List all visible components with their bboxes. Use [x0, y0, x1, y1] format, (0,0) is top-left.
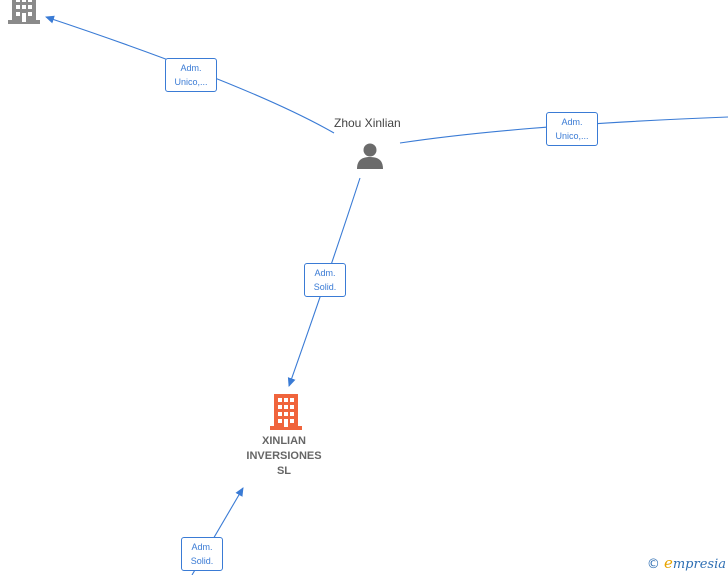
edge-person-to-right-company	[399, 116, 728, 144]
person-node[interactable]	[355, 141, 385, 171]
brand-initial: e	[663, 554, 673, 572]
company-name-line: SL	[276, 465, 292, 477]
copyright-symbol: ©	[646, 557, 660, 572]
edge-label-main[interactable]: Adm. Solid.	[304, 263, 346, 297]
edge-label-line: Unico,...	[555, 131, 589, 141]
edge-label-line: Adm.	[561, 117, 583, 127]
company-name-line: INVERSIONES	[246, 450, 322, 462]
edge-label-bottom[interactable]: Adm. Solid.	[181, 537, 223, 571]
edge-label-line: Unico,...	[174, 77, 208, 87]
edge-label-right[interactable]: Adm. Unico,...	[546, 112, 598, 146]
edge-label-line: Adm.	[314, 268, 336, 278]
edge-label-top-left[interactable]: Adm. Unico,...	[165, 58, 217, 92]
person-icon	[357, 143, 383, 169]
company-name-line: XINLIAN	[262, 435, 306, 447]
edge-person-to-top-left-company	[45, 15, 335, 134]
building-icon	[8, 0, 40, 24]
company-node-top-left[interactable]	[8, 0, 40, 24]
edge-label-line: Solid.	[190, 556, 214, 566]
empresia-watermark: © empresia	[647, 554, 726, 572]
edge-label-line: Adm.	[180, 63, 202, 73]
edge-label-line: Solid.	[313, 282, 337, 292]
person-name-label: Zhou Xinlian	[334, 116, 401, 130]
company-node-main[interactable]	[270, 394, 302, 430]
edge-label-line: Adm.	[191, 542, 213, 552]
brand-name: mpresia	[672, 557, 726, 572]
building-icon	[270, 394, 302, 430]
company-name-label[interactable]: XINLIAN INVERSIONES SL	[234, 434, 334, 479]
